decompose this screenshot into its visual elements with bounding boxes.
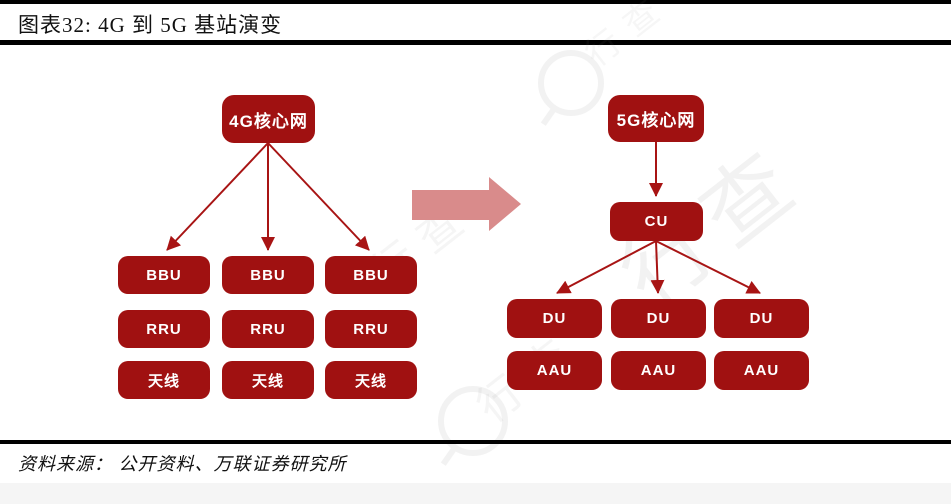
node-du: DU bbox=[714, 299, 809, 338]
node-bbu: BBU bbox=[222, 256, 314, 294]
node-du: DU bbox=[611, 299, 706, 338]
node-aau: AAU bbox=[611, 351, 706, 390]
node-antenna: 天线 bbox=[222, 361, 314, 399]
node-rru: RRU bbox=[325, 310, 417, 348]
node-4g-core: 4G核心网 bbox=[222, 95, 315, 143]
transition-arrow bbox=[412, 177, 521, 231]
source-note: 资料来源： 公开资料、万联证券研究所 bbox=[18, 454, 347, 474]
node-5g-core: 5G核心网 bbox=[608, 95, 704, 142]
figure-title: 图表32: 4G 到 5G 基站演变 bbox=[18, 13, 283, 37]
watermark-logo-icon bbox=[538, 50, 604, 116]
node-rru: RRU bbox=[222, 310, 314, 348]
node-antenna: 天线 bbox=[325, 361, 417, 399]
footer-strip bbox=[0, 483, 951, 504]
node-bbu: BBU bbox=[118, 256, 210, 294]
node-du: DU bbox=[507, 299, 602, 338]
bottom-rule bbox=[0, 440, 951, 444]
node-antenna: 天线 bbox=[118, 361, 210, 399]
title-rule bbox=[0, 40, 951, 45]
node-aau: AAU bbox=[507, 351, 602, 390]
node-bbu: BBU bbox=[325, 256, 417, 294]
watermark-text: 行查 bbox=[579, 0, 678, 74]
node-cu: CU bbox=[610, 202, 703, 241]
watermark-logo-icon bbox=[438, 386, 508, 456]
node-aau: AAU bbox=[714, 351, 809, 390]
node-rru: RRU bbox=[118, 310, 210, 348]
top-rule bbox=[0, 0, 951, 4]
